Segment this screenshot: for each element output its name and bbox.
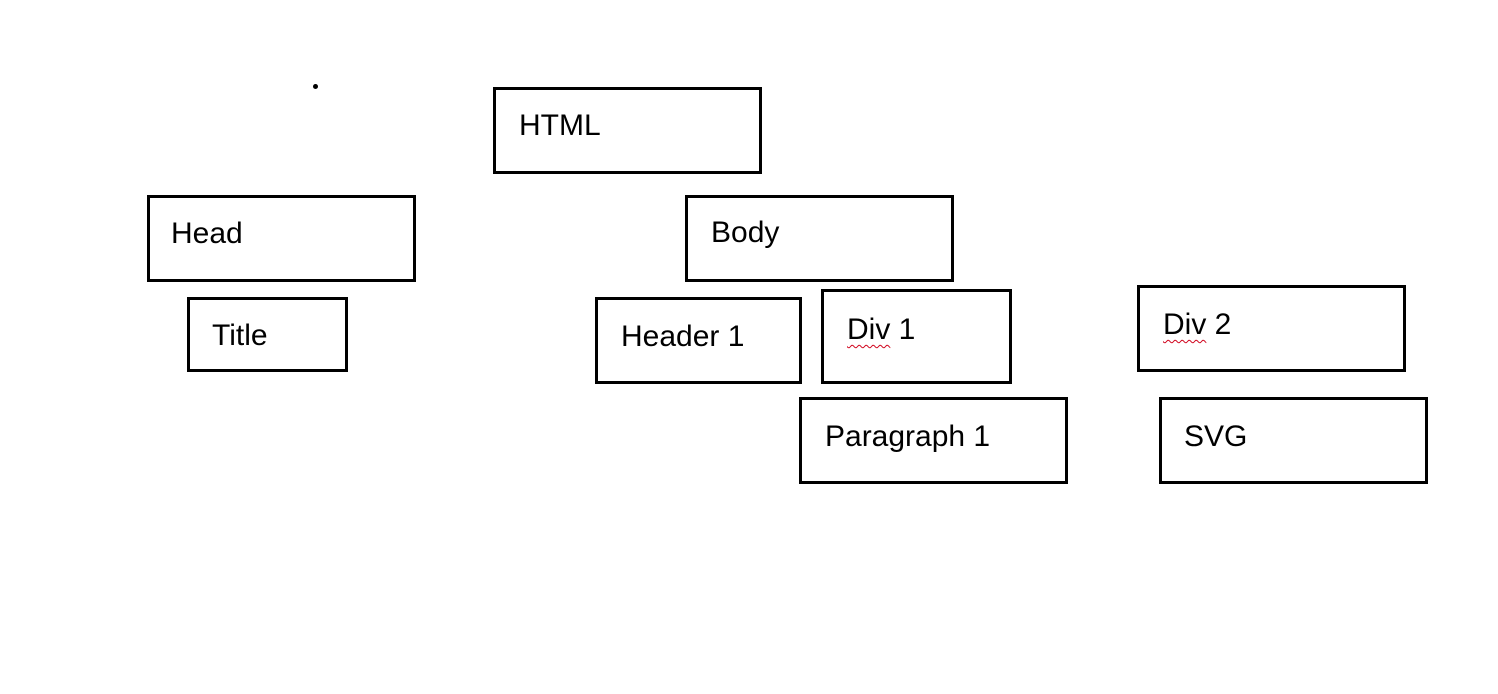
title-node-label: Title <box>212 319 268 352</box>
html-node-label: HTML <box>519 109 601 142</box>
svg-node-label: SVG <box>1184 420 1248 453</box>
stray-dot <box>313 84 318 89</box>
body-node-label: Body <box>711 216 780 249</box>
head-node-label: Head <box>171 217 243 250</box>
head-node: Head <box>147 195 416 282</box>
paragraph1-node: Paragraph 1 <box>799 397 1068 484</box>
svg-node: SVG <box>1159 397 1428 484</box>
div2-node: Div 2 <box>1137 285 1406 372</box>
div1-node-label: Div 1 <box>847 313 916 346</box>
header1-node: Header 1 <box>595 297 802 384</box>
html-node: HTML <box>493 87 762 174</box>
body-node: Body <box>685 195 954 282</box>
title-node: Title <box>187 297 348 372</box>
div1-node: Div 1 <box>821 289 1012 384</box>
div1-misspelled-word: Div <box>847 313 891 346</box>
div2-node-label: Div 2 <box>1163 308 1232 341</box>
div2-misspelled-word: Div <box>1163 308 1207 341</box>
paragraph1-node-label: Paragraph 1 <box>825 420 991 453</box>
header1-node-label: Header 1 <box>621 320 745 353</box>
